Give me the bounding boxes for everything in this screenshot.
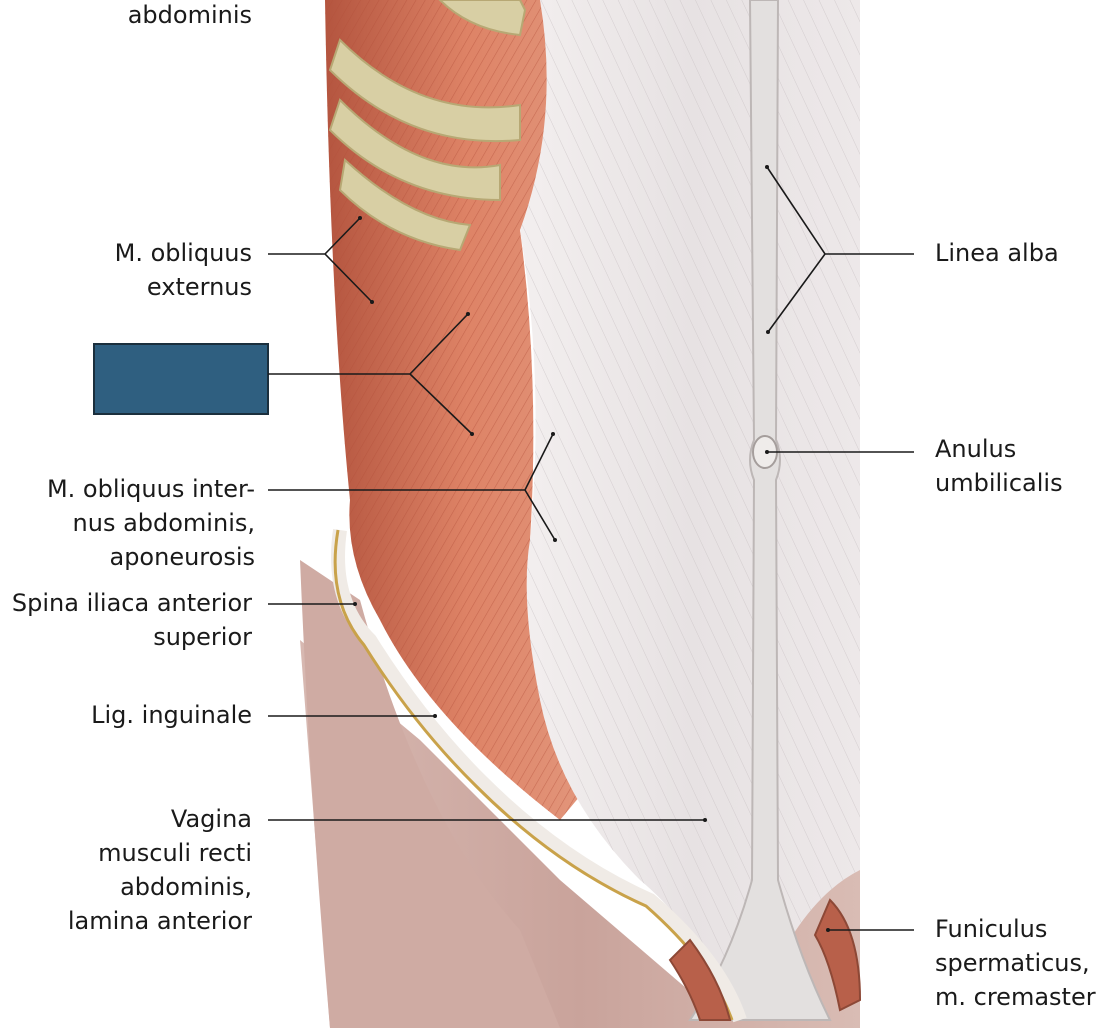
label-line: M. obliquus inter- bbox=[46, 475, 255, 503]
label-line: externus bbox=[146, 273, 252, 301]
leader-dots bbox=[353, 165, 830, 932]
label-line: abdominis bbox=[127, 1, 252, 29]
spermatic-cord bbox=[668, 898, 862, 1021]
leader-obliquus-externus bbox=[268, 217, 373, 303]
linea-alba bbox=[688, 0, 832, 1021]
label-line: Lig. inguinale bbox=[91, 701, 252, 729]
label-inguinale: Lig. inguinale bbox=[0, 698, 252, 732]
label-line: Funiculus bbox=[935, 915, 1048, 943]
label-line: Spina iliaca anterior bbox=[11, 589, 252, 617]
label-linea-alba: Linea alba bbox=[935, 236, 1108, 270]
leader-lines bbox=[268, 166, 914, 931]
label-line: Anulus bbox=[935, 435, 1017, 463]
label-vagina: Vagina musculi recti abdominis, lamina a… bbox=[0, 802, 252, 938]
label-line: Linea alba bbox=[935, 239, 1059, 267]
label-line: abdominis, bbox=[120, 873, 252, 901]
label-spina: Spina iliaca anterior superior bbox=[0, 586, 252, 654]
label-anulus: Anulus umbilicalis bbox=[935, 432, 1108, 500]
label-funiculus: Funiculus spermaticus, m. cremaster bbox=[935, 912, 1108, 1014]
label-line: umbilicalis bbox=[935, 469, 1063, 497]
label-line: M. obliquus bbox=[114, 239, 252, 267]
lower-skin bbox=[300, 560, 560, 1028]
label-obliquus-externus: M. obliquus externus bbox=[0, 236, 252, 304]
ribs bbox=[328, 0, 527, 252]
label-rectus: abdominis bbox=[0, 0, 252, 32]
leader-obliquus-internus bbox=[268, 433, 556, 541]
leader-masked bbox=[268, 313, 473, 435]
label-obliquus-internus: M. obliquus inter- nus abdominis, aponeu… bbox=[0, 472, 255, 574]
label-line: nus abdominis, bbox=[72, 509, 255, 537]
label-line: aponeurosis bbox=[109, 543, 255, 571]
label-line: Vagina bbox=[170, 805, 252, 833]
inguinal-ligament bbox=[331, 529, 747, 1023]
leader-linea-alba bbox=[766, 166, 914, 333]
label-line: m. cremaster bbox=[935, 983, 1096, 1011]
masked-label-box bbox=[93, 343, 269, 415]
label-line: spermaticus, bbox=[935, 949, 1090, 977]
label-line: lamina anterior bbox=[67, 907, 252, 935]
label-line: musculi recti bbox=[98, 839, 252, 867]
label-line: superior bbox=[153, 623, 252, 651]
